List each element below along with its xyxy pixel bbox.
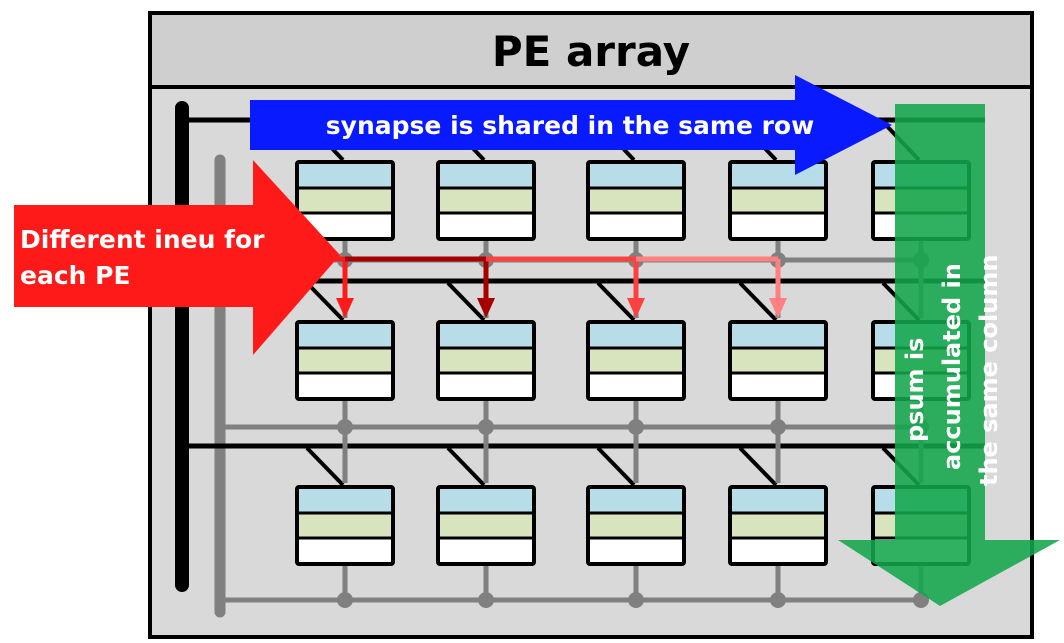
pe-outline	[436, 485, 536, 566]
synapse-tap	[305, 446, 345, 487]
pe-band-bottom	[588, 373, 684, 399]
pe-outline	[586, 485, 686, 566]
processing-element	[728, 160, 828, 241]
processing-element	[436, 160, 536, 241]
ineu-arrow-label-line2: each PE	[20, 261, 131, 290]
psum-arrow-label-line2: accumulated in	[938, 263, 966, 470]
ineu-arrow-label-line1: Different ineu for	[20, 225, 265, 254]
processing-element	[436, 320, 536, 401]
ineu-branch-arrowhead	[627, 298, 645, 318]
processing-element	[728, 485, 828, 566]
pe-band-top	[438, 487, 534, 513]
synapse-arrow-shape	[250, 75, 892, 175]
processing-element	[295, 320, 395, 401]
psum-arrow-label-line3: the same column	[975, 255, 1003, 486]
psum-junction	[628, 592, 644, 608]
processing-element	[586, 320, 686, 401]
pe-band-middle	[438, 348, 534, 373]
pe-outline	[728, 160, 828, 241]
pe-band-bottom	[297, 373, 393, 399]
pe-array-title: PE array	[492, 27, 690, 76]
pe-outline	[436, 160, 536, 241]
ineu-branch-arrowhead	[477, 298, 495, 318]
synapse-tap	[738, 446, 778, 487]
pe-band-middle	[730, 513, 826, 538]
pe-band-middle	[588, 348, 684, 373]
pe-band-bottom	[438, 213, 534, 239]
synapse-tap	[446, 281, 486, 322]
ineu-branch-arrowhead	[336, 298, 354, 318]
pe-outline	[295, 160, 395, 241]
psum-arrow: psum is accumulated in the same column	[838, 104, 1060, 606]
pe-band-top	[297, 487, 393, 513]
pe-band-top	[730, 487, 826, 513]
synapse-tap	[596, 446, 636, 487]
pe-band-top	[588, 322, 684, 348]
psum-junction	[337, 592, 353, 608]
processing-element	[436, 485, 536, 566]
pe-band-top	[297, 162, 393, 188]
pe-band-top	[588, 487, 684, 513]
title-bar	[152, 15, 1030, 85]
ineu-arrow: Different ineu for each PE	[14, 160, 340, 355]
pe-outline	[728, 320, 828, 401]
pe-band-middle	[438, 188, 534, 213]
processing-element	[295, 485, 395, 566]
pe-band-middle	[297, 188, 393, 213]
pe-band-top	[438, 162, 534, 188]
pe-band-middle	[588, 513, 684, 538]
pe-outline	[586, 320, 686, 401]
pe-band-bottom	[438, 538, 534, 564]
pe-band-bottom	[588, 213, 684, 239]
pe-band-top	[438, 322, 534, 348]
pe-band-middle	[730, 188, 826, 213]
psum-arrow-label-line1: psum is	[901, 338, 929, 442]
ineu-branch-arrowhead	[769, 298, 787, 318]
pe-band-middle	[730, 348, 826, 373]
pe-band-middle	[588, 188, 684, 213]
pe-band-bottom	[730, 373, 826, 399]
pe-band-top	[297, 322, 393, 348]
pe-band-middle	[297, 348, 393, 373]
pe-outline	[295, 320, 395, 401]
processing-element	[586, 485, 686, 566]
pe-band-middle	[297, 513, 393, 538]
synapse-tap	[738, 281, 778, 322]
pe-outline	[295, 485, 395, 566]
pe-outline	[586, 160, 686, 241]
synapse-arrow: synapse is shared in the same row	[250, 75, 892, 175]
psum-junction	[478, 592, 494, 608]
pe-band-bottom	[588, 538, 684, 564]
processing-element	[728, 320, 828, 401]
pe-band-top	[730, 322, 826, 348]
pe-band-bottom	[730, 538, 826, 564]
synapse-tap	[305, 281, 345, 322]
synapse-tap	[596, 281, 636, 322]
pe-band-bottom	[297, 538, 393, 564]
pe-outline	[436, 320, 536, 401]
synapse-arrow-label: synapse is shared in the same row	[326, 111, 814, 140]
pe-band-bottom	[730, 213, 826, 239]
psum-arrow-shape	[838, 104, 1060, 606]
pe-band-bottom	[438, 373, 534, 399]
processing-element	[586, 160, 686, 241]
pe-band-top	[588, 162, 684, 188]
psum-junction	[770, 592, 786, 608]
synapse-tap	[446, 446, 486, 487]
ineu-arrow-shape	[14, 160, 340, 355]
pe-band-middle	[438, 513, 534, 538]
pe-outline	[728, 485, 828, 566]
